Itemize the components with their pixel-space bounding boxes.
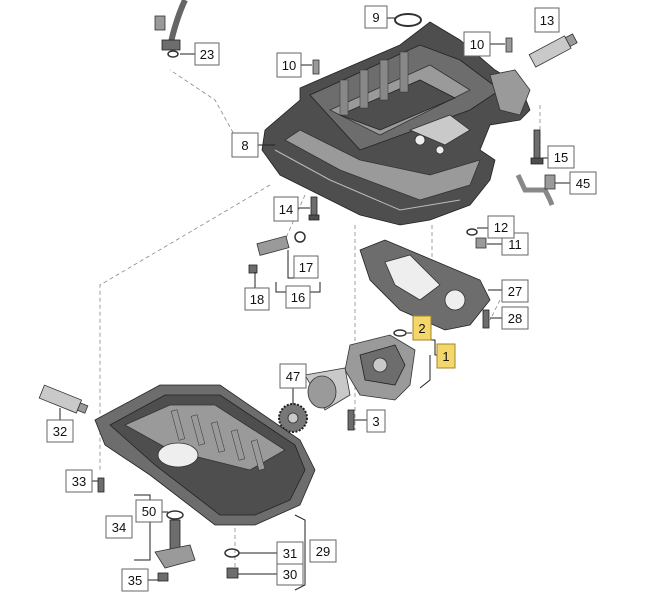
callout-47: 47	[279, 363, 307, 389]
callout-8: 8	[231, 132, 259, 158]
callout-17-text: 17	[299, 260, 313, 275]
callout-31-text: 31	[283, 546, 297, 561]
plug-part-11	[475, 237, 487, 249]
callout-32-text: 32	[53, 424, 67, 439]
callout-47-text: 47	[286, 369, 300, 384]
bolt-part-10b	[505, 37, 513, 53]
sealant-tube-part-13	[528, 33, 578, 68]
callout-2-text: 2	[418, 321, 425, 336]
callout-14-text: 14	[279, 202, 293, 217]
callout-30: 30	[276, 562, 304, 586]
callout-11-text: 11	[508, 237, 522, 252]
callout-15-text: 15	[554, 150, 568, 165]
callout-23-text: 23	[200, 47, 214, 62]
callout-29-text: 29	[316, 544, 330, 559]
callout-28: 28	[501, 306, 529, 330]
callout-17: 17	[293, 255, 319, 279]
callout-12-text: 12	[494, 220, 508, 235]
callout-1-text: 1	[442, 349, 449, 364]
callout-27-text: 27	[508, 284, 522, 299]
bolt-part-15	[530, 129, 544, 165]
callout-33: 33	[65, 469, 93, 493]
callout-34: 34	[105, 515, 133, 539]
callout-9-text: 9	[372, 10, 379, 25]
sealant-tube-part-32	[38, 384, 89, 414]
oil-sensor-part-34	[154, 510, 196, 582]
callout-33-text: 33	[72, 474, 86, 489]
seal-part-12	[466, 228, 478, 236]
callout-23: 23	[194, 42, 220, 66]
bolt-part-14	[308, 196, 320, 221]
callout-3-text: 3	[372, 414, 379, 429]
callout-9: 9	[364, 5, 388, 29]
callout-10b-text: 10	[470, 37, 484, 52]
callout-14: 14	[273, 196, 299, 222]
callout-18: 18	[244, 287, 270, 311]
callout-3: 3	[366, 409, 386, 433]
callout-2: 2	[412, 315, 432, 341]
callout-16-text: 16	[291, 290, 305, 305]
upper-oil-pan	[261, 21, 531, 226]
callout-30-text: 30	[283, 567, 297, 582]
drain-plug-part-30	[226, 567, 239, 579]
callout-34-text: 34	[112, 520, 126, 535]
callout-8-text: 8	[241, 138, 248, 153]
callout-10a: 10	[276, 52, 302, 78]
callout-32: 32	[46, 419, 74, 443]
callout-18-text: 18	[250, 292, 264, 307]
seal-part-23	[167, 50, 179, 58]
callout-12: 12	[487, 215, 515, 239]
callout-27: 27	[501, 279, 529, 303]
callout-1: 1	[436, 343, 456, 369]
o-ring-part-9	[394, 13, 422, 27]
bolt-part-28	[482, 309, 490, 329]
lower-oil-pan	[94, 384, 316, 526]
bolt-part-10a	[312, 59, 320, 75]
callout-50-text: 50	[142, 504, 156, 519]
o-ring-part-2	[393, 329, 407, 337]
callout-16: 16	[285, 285, 311, 309]
oil-pump-part-1	[304, 334, 416, 411]
callout-13-text: 13	[540, 13, 554, 28]
pipe-part-45	[515, 173, 555, 206]
callout-15: 15	[547, 145, 575, 169]
callout-35: 35	[121, 568, 149, 592]
callout-45-text: 45	[576, 176, 590, 191]
seal-part-31	[224, 548, 240, 558]
oil-baffle-part-27	[359, 239, 491, 331]
sprocket-part-47	[278, 403, 308, 433]
callout-31: 31	[276, 541, 304, 565]
callout-10a-text: 10	[282, 58, 296, 73]
callout-13: 13	[534, 7, 560, 33]
callout-labels: 1 2 3 8 9 10 10 11 12 13 14 15 16 17 18 …	[46, 5, 597, 592]
callout-10b: 10	[463, 31, 491, 57]
callout-28-text: 28	[508, 311, 522, 326]
callout-50: 50	[135, 499, 163, 523]
dipstick-tube	[154, 0, 188, 51]
callout-29: 29	[309, 539, 337, 563]
callout-35-text: 35	[128, 573, 142, 588]
bolt-part-3	[347, 409, 355, 431]
callout-45: 45	[569, 171, 597, 195]
oil-level-sensor-part-16	[248, 231, 306, 274]
bolt-part-33	[97, 477, 105, 493]
